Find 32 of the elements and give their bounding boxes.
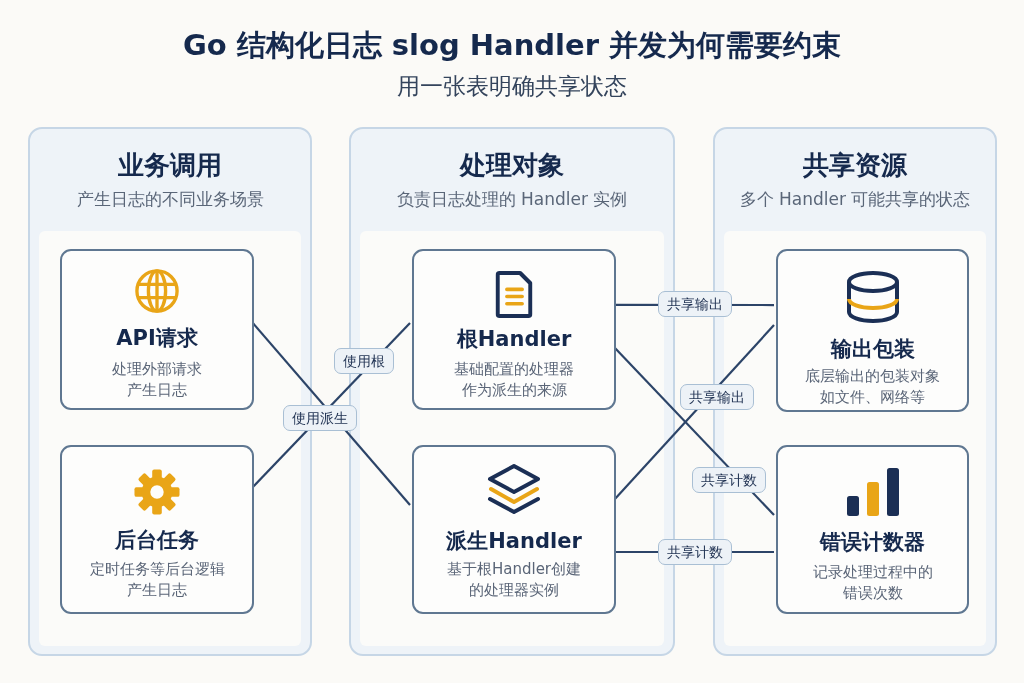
card-title: 输出包装 xyxy=(830,336,915,362)
card-text: 定时任务等后台逻辑产生日志 xyxy=(88,558,226,601)
card-text: 处理外部请求产生日志 xyxy=(111,358,203,401)
card-title: 错误计数器 xyxy=(820,529,925,555)
panel-title: 业务调用 xyxy=(118,149,222,181)
card-title: API请求 xyxy=(116,325,198,351)
subtitle: 用一张表明确共享状态 xyxy=(397,72,627,101)
panel-subtitle: 负责日志处理的 Handler 实例 xyxy=(396,188,628,211)
card-text: 基于根Handler创建的处理器实例 xyxy=(445,558,583,601)
edge-label: 使用根 xyxy=(334,348,394,374)
edge-label: 使用派生 xyxy=(283,405,357,431)
diagram-title: Go 结构化日志 slog Handler 并发为何需要约束 xyxy=(182,27,842,63)
info-card xyxy=(776,249,969,412)
info-card xyxy=(412,445,616,614)
card-title: 派生Handler xyxy=(446,528,582,554)
card-title: 根Handler xyxy=(456,326,572,352)
info-card xyxy=(60,445,254,614)
edge-label: 共享计数 xyxy=(658,539,732,565)
panel-subtitle: 产生日志的不同业务场景 xyxy=(76,188,264,211)
panel-title: 共享资源 xyxy=(803,149,907,181)
edge-label: 共享计数 xyxy=(692,467,766,493)
panel-title: 处理对象 xyxy=(460,149,564,181)
card-text: 底层输出的包装对象如文件、网络等 xyxy=(804,365,941,408)
card-title: 后台任务 xyxy=(115,527,199,553)
edge-label: 共享输出 xyxy=(658,291,732,317)
info-card xyxy=(412,249,616,410)
panel-subtitle: 多个 Handler 可能共享的状态 xyxy=(739,188,971,211)
info-card xyxy=(60,249,254,410)
info-card xyxy=(776,445,969,614)
edge-label: 共享输出 xyxy=(680,384,754,410)
card-text: 记录处理过程中的错误次数 xyxy=(811,561,934,604)
card-text: 基础配置的处理器作为派生的来源 xyxy=(453,358,575,401)
